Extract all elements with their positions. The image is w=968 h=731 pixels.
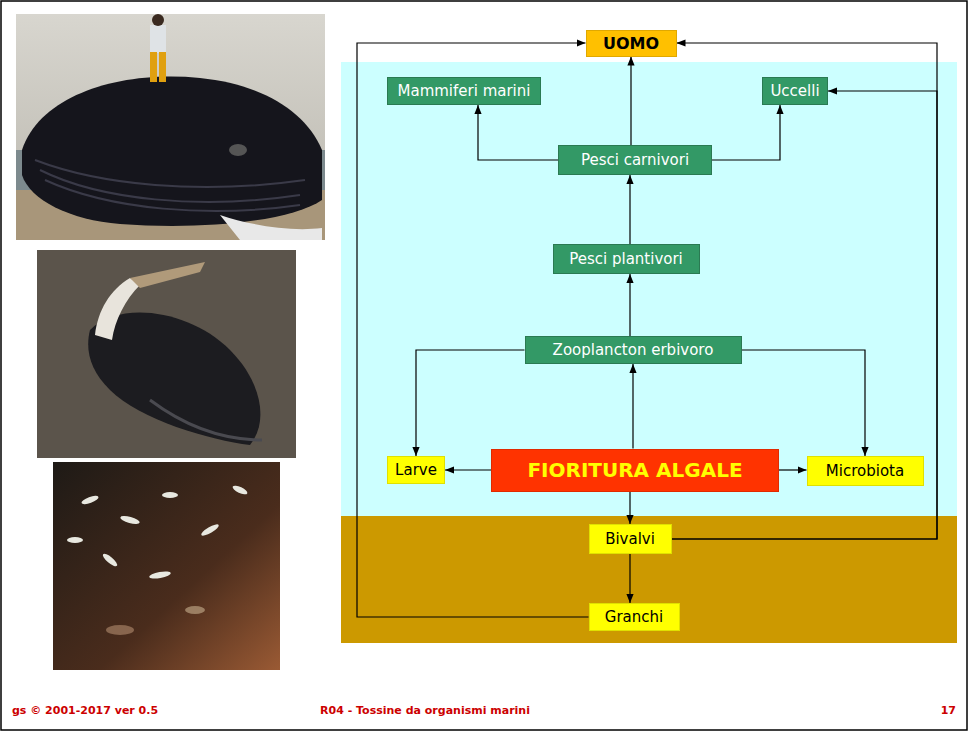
footer-text: gs © 2001-2017 ver 0.5 [12,704,158,717]
flow-arrow [445,469,491,470]
flow-arrow [630,57,631,146]
node-label: UOMO [603,34,659,53]
process-box: Pesci carnivori [558,145,712,175]
source-box: FIORITURA ALGALE [491,449,779,492]
node-label: Bivalvi [605,530,655,548]
node-label: Mammiferi marini [398,82,531,100]
flow-arrow [416,350,525,456]
process-box: Microbiota [807,456,924,486]
whale-photo [16,14,325,240]
flow-arrow [357,43,589,617]
node-label: Uccelli [770,82,819,100]
node-label: Zooplancton erbivoro [553,341,714,359]
flow-arrow [629,492,630,525]
flow-arrow [629,175,630,244]
dead-fish-photo [53,462,280,670]
node-label: Microbiota [826,462,904,480]
process-box: UOMO [586,30,677,57]
flow-arrow [632,364,633,449]
sea-region [341,62,957,516]
process-box: Pesci plantivori [553,244,700,274]
seabed-region [341,516,957,643]
process-box: Larve [387,456,445,484]
flow-arrow [478,105,558,160]
footer-text: 17 [941,704,956,717]
node-label: Larve [395,461,437,479]
process-box: Zooplancton erbivoro [525,336,742,364]
process-box: Granchi [589,603,680,631]
process-box: Bivalvi [589,524,672,554]
node-label: Pesci plantivori [569,250,683,268]
process-box: Mammiferi marini [387,77,541,105]
flow-arrow [779,469,807,470]
pelican-photo [37,250,296,458]
node-label: FIORITURA ALGALE [527,458,742,482]
node-label: Granchi [605,608,663,626]
footer-text: R04 - Tossine da organismi marini [320,704,530,717]
flow-arrow [712,105,780,160]
flow-arrow [742,350,866,456]
process-box: Uccelli [762,77,828,105]
node-label: Pesci carnivori [581,151,689,169]
flow-arrow [629,554,630,603]
flow-arrow [629,274,630,336]
